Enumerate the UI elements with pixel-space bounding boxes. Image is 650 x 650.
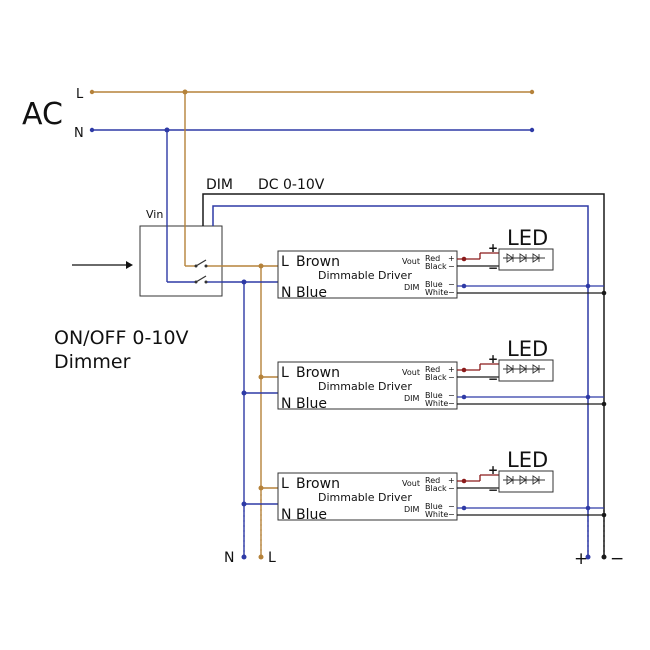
vin-label: Vin: [146, 208, 163, 221]
driver-brown-label: Brown: [296, 365, 340, 381]
svg-text:−: −: [448, 262, 455, 271]
switch-contact-1: [195, 259, 207, 267]
driver-group-2: L Brown Dimmable Driver N Blue Vout Red …: [244, 337, 607, 412]
driver-dim-blue-label: Blue: [425, 502, 443, 511]
driver-white-label: White: [425, 399, 448, 408]
led-diode-icons: [503, 253, 545, 263]
driver-group-3: L Brown Dimmable Driver N Blue Vout Red …: [244, 448, 607, 523]
driver-brown-label: Brown: [296, 476, 340, 492]
dimmer-title: ON/OFF 0-10V: [54, 327, 189, 349]
svg-text:−: −: [448, 288, 455, 297]
ac-l-label: L: [76, 87, 84, 102]
live-terminal: [89, 89, 95, 95]
dimmable-driver-box: [277, 472, 458, 521]
bottom-n-label: N: [224, 550, 234, 566]
bottom-l-label: L: [268, 550, 276, 566]
svg-text:−: −: [448, 373, 455, 382]
input-arrow-head: [126, 261, 133, 269]
led-plus-label: +: [488, 241, 498, 255]
driver-dim-label: DIM: [404, 394, 420, 403]
driver-dim-label: DIM: [404, 505, 420, 514]
driver-blue-label: Blue: [296, 396, 327, 412]
neutral-end-terminal: [529, 127, 535, 133]
driver-n-label: N: [281, 285, 291, 301]
svg-text:−: −: [448, 399, 455, 408]
driver-red-label: Red: [425, 254, 440, 263]
driver-l-label: L: [281, 254, 289, 270]
dimmer-box: [139, 225, 223, 297]
switch-contact-2: [195, 275, 207, 283]
driver-vout-label: Vout: [402, 479, 420, 488]
dimmable-driver-box: [277, 361, 458, 410]
driver-vout-label: Vout: [402, 368, 420, 377]
ac-label: AC: [22, 97, 63, 132]
driver-dim-blue-label: Blue: [425, 280, 443, 289]
led-minus-label: −: [488, 261, 498, 275]
led-minus-label: −: [488, 372, 498, 386]
ac-n-label: N: [74, 126, 84, 141]
led-plus-label: +: [488, 352, 498, 366]
led-label: LED: [507, 337, 548, 361]
dc-label: DC 0-10V: [258, 177, 325, 193]
live-end-terminal: [529, 89, 535, 95]
driver-black-label: Black: [425, 262, 447, 271]
svg-text:−: −: [448, 510, 455, 519]
driver-brown-label: Brown: [296, 254, 340, 270]
driver-l-label: L: [281, 476, 289, 492]
led-diode-icons: [503, 475, 545, 485]
dimmable-driver-box: [277, 250, 458, 299]
driver-title: Dimmable Driver: [318, 269, 412, 282]
led-plus-label: +: [488, 463, 498, 477]
dim-blue-bus: [212, 205, 589, 555]
driver-black-label: Black: [425, 484, 447, 493]
driver-black-label: Black: [425, 373, 447, 382]
driver-vout-label: Vout: [402, 257, 420, 266]
driver-red-label: Red: [425, 476, 440, 485]
led-label: LED: [507, 448, 548, 472]
driver-l-label: L: [281, 365, 289, 381]
bottom-plus-label: +: [574, 549, 588, 569]
driver-white-label: White: [425, 288, 448, 297]
driver-red-label: Red: [425, 365, 440, 374]
svg-text:−: −: [448, 391, 455, 400]
driver-title: Dimmable Driver: [318, 491, 412, 504]
neutral-terminal: [89, 127, 95, 133]
svg-text:+: +: [448, 476, 455, 485]
driver-dim-label: DIM: [404, 283, 420, 292]
led-diode-icons: [503, 364, 545, 374]
dim-black-bus: [202, 193, 605, 292]
svg-text:−: −: [448, 280, 455, 289]
svg-text:−: −: [448, 502, 455, 511]
led-minus-label: −: [488, 483, 498, 497]
dim-label: DIM: [206, 177, 233, 193]
driver-n-label: N: [281, 396, 291, 412]
driver-group-1: L Brown Dimmable Driver N Blue Vout Red …: [244, 226, 607, 301]
driver-n-label: N: [281, 507, 291, 523]
driver-blue-label: Blue: [296, 507, 327, 523]
dimmer-subtitle: Dimmer: [54, 351, 131, 373]
driver-dim-blue-label: Blue: [425, 391, 443, 400]
driver-blue-label: Blue: [296, 285, 327, 301]
driver-title: Dimmable Driver: [318, 380, 412, 393]
driver-white-label: White: [425, 510, 448, 519]
svg-text:−: −: [448, 484, 455, 493]
svg-text:+: +: [448, 365, 455, 374]
bottom-minus-label: −: [610, 549, 624, 569]
led-label: LED: [507, 226, 548, 250]
svg-text:+: +: [448, 254, 455, 263]
